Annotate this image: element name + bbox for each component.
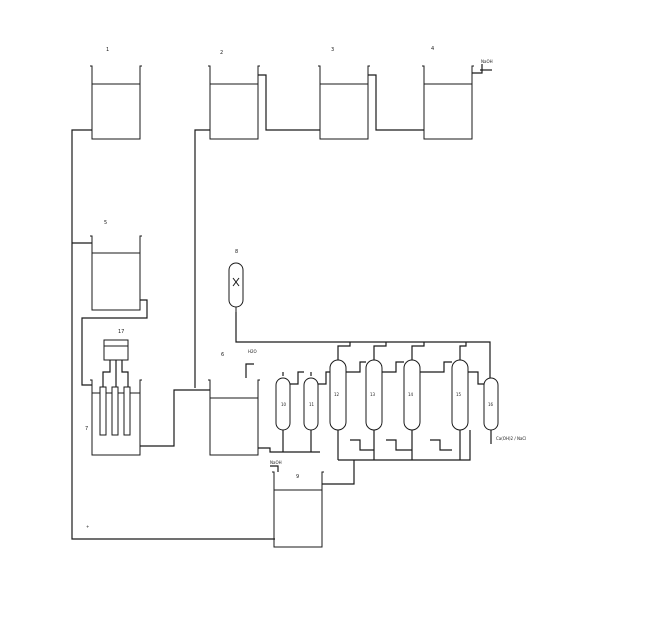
tank-9: 9 — [272, 471, 324, 548]
tank-1-label: 1 — [106, 47, 109, 53]
pipe-13-14-low — [386, 439, 412, 451]
pipe-8-columns — [258, 447, 320, 453]
tank-7-label: 7 — [85, 426, 88, 432]
column-16-label: 16 — [488, 402, 494, 407]
pipe-15-16 — [468, 371, 484, 385]
pipe-2-3 — [258, 74, 320, 131]
pipe-to-tank-9 — [322, 460, 355, 485]
small-vessel-label: 17 — [118, 329, 124, 335]
column-15: 15 — [451, 342, 469, 460]
pipe-12-13 — [346, 361, 366, 373]
pipe-14-15 — [420, 361, 452, 373]
column-16: 16 — [483, 377, 499, 444]
tank-9-label: 9 — [296, 474, 299, 480]
column-10-label: 10 — [281, 402, 287, 407]
pipe-11-12 — [318, 371, 330, 385]
pipe-3-4 — [368, 74, 424, 131]
separator-label: 8 — [235, 249, 238, 255]
column-13-label: 13 — [370, 392, 376, 397]
tank-3-label: 3 — [331, 47, 334, 53]
outlet-label: Ca(OH)2 / NaCl — [496, 436, 526, 441]
column-13: 13 — [365, 342, 387, 460]
pipe-13-14 — [382, 361, 404, 373]
naoh-feed-bottom-label: NaOH — [270, 460, 282, 465]
naoh-feed-top: NaOH — [472, 59, 493, 74]
pipe-14-15-low — [430, 439, 452, 451]
pipe-10-11 — [290, 371, 304, 385]
bottom-collector — [338, 430, 471, 461]
tank-4-label: 4 — [431, 46, 434, 52]
column-14: 14 — [403, 342, 425, 460]
pipe-7-8 — [140, 389, 210, 447]
small-vessel: 17 — [102, 329, 129, 387]
naoh-feed-top-label: NaOH — [481, 59, 493, 64]
return-mark: + — [86, 524, 89, 529]
tank-5-label: 5 — [104, 220, 107, 226]
pipe-2-riser — [194, 129, 210, 388]
tank-7: 7 — [85, 379, 142, 456]
tank-3: 3 — [318, 47, 370, 140]
column-11-label: 11 — [309, 402, 315, 407]
column-15-label: 15 — [456, 392, 462, 397]
tank-2: 2 — [208, 50, 260, 140]
naoh-feed-bottom: NaOH — [270, 460, 282, 472]
tank-1: 1 — [90, 47, 142, 140]
column-11: 11 — [303, 372, 319, 452]
column-12-label: 12 — [334, 392, 340, 397]
tank-8-label: 6 — [221, 352, 224, 358]
h2o-feed-label: H2O — [248, 349, 257, 354]
tank-5: 5 — [90, 220, 142, 311]
column-12: 12 — [329, 342, 351, 460]
separator-vessel: 8 — [228, 249, 244, 312]
tank-4: 4 — [422, 46, 474, 140]
tank-8: 6 — [208, 352, 260, 456]
column-10: 10 — [275, 372, 291, 452]
header-pipe — [235, 312, 491, 378]
pipe-5-7 — [81, 299, 148, 386]
column-14-label: 14 — [408, 392, 414, 397]
h2o-feed: H2O — [245, 349, 257, 378]
pipe-left-main — [71, 129, 275, 540]
pipe-12-13-low — [350, 439, 374, 451]
tank-2-label: 2 — [220, 50, 223, 56]
